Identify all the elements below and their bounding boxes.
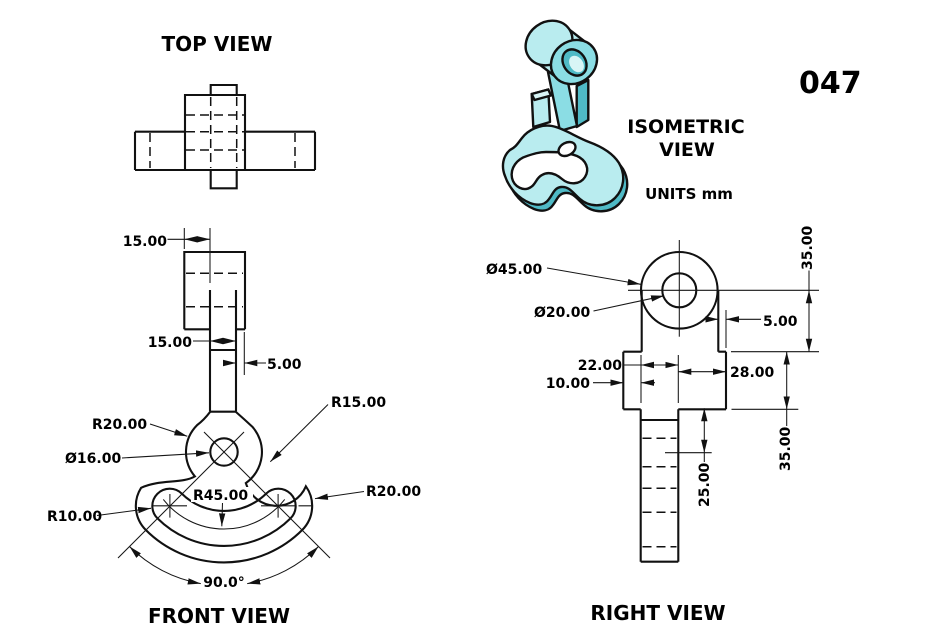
dim-right-boss-dia: Ø45.00 — [486, 262, 542, 278]
dim-front-slot-end-radius: R10.00 — [47, 509, 102, 525]
dim-front-block-width: 15.00 — [123, 234, 168, 250]
dim-front-slot-angle: 90.0° — [203, 575, 245, 591]
right-view-title: RIGHT VIEW — [590, 601, 725, 625]
right-view-outline — [622, 250, 728, 563]
dim-right-bore-dia: Ø20.00 — [534, 305, 590, 321]
top-view: TOP VIEW — [133, 32, 317, 190]
dim-right-step-width: 5.00 — [763, 314, 798, 330]
units-label: UNITS mm — [645, 185, 733, 203]
dim-front-outer-radius: R20.00 — [366, 484, 421, 500]
dim-right-slot-depth: 25.00 — [697, 462, 713, 507]
isometric-part — [501, 19, 629, 213]
dim-front-slot-center-radius: R45.00 — [193, 488, 248, 504]
front-view-title: FRONT VIEW — [148, 604, 290, 628]
front-slot-outline — [151, 487, 297, 547]
top-view-title: TOP VIEW — [162, 32, 273, 56]
dim-front-hole-dia: Ø16.00 — [65, 451, 121, 467]
right-view-dimension-lines — [546, 240, 819, 462]
dim-front-stem-width: 15.00 — [148, 335, 193, 351]
front-r45-leader — [218, 502, 226, 527]
dim-text-mask — [191, 487, 253, 502]
right-view: Ø45.00 Ø20.00 35.00 5.00 22.00 10.00 28.… — [486, 225, 819, 625]
iso-bore-hole-inner — [569, 55, 584, 73]
dim-right-stem-width: 22.00 — [578, 358, 623, 374]
front-view-dimension-lines — [96, 228, 365, 585]
dim-right-flange-height: 35.00 — [778, 426, 794, 471]
isometric-title-line2: VIEW — [659, 139, 715, 161]
iso-arm-side-face — [575, 78, 590, 129]
right-view-dimension-texts: Ø45.00 Ø20.00 35.00 5.00 22.00 10.00 28.… — [486, 225, 816, 507]
front-view: 15.00 15.00 5.00 R20.00 Ø16.00 R45.00 R1… — [47, 228, 421, 628]
front-view-dimension-texts: 15.00 15.00 5.00 R20.00 Ø16.00 R45.00 R1… — [47, 234, 421, 591]
top-view-hidden-lines — [149, 97, 296, 168]
top-view-outline — [133, 83, 317, 190]
drawing-number: 047 — [799, 66, 862, 101]
dim-right-flange-width: 28.00 — [730, 365, 775, 381]
isometric-view: ISOMETRIC VIEW UNITS mm — [501, 19, 745, 213]
iso-base-slot — [510, 150, 589, 191]
dim-right-step-offset: 10.00 — [546, 376, 591, 392]
dim-front-stem-offset: 5.00 — [267, 357, 302, 373]
dim-front-fillet-radius: R15.00 — [331, 395, 386, 411]
isometric-title-line1: ISOMETRIC — [627, 116, 744, 138]
dim-front-boss-radius: R20.00 — [92, 417, 147, 433]
front-hole — [209, 437, 239, 467]
iso-arm-step-top — [530, 88, 553, 102]
iso-small-hole — [557, 140, 577, 158]
front-view-hidden-lines — [186, 272, 243, 308]
front-view-outline — [134, 250, 314, 564]
dim-right-boss-center-height: 35.00 — [800, 225, 816, 270]
right-view-hidden-lines — [642, 437, 677, 548]
